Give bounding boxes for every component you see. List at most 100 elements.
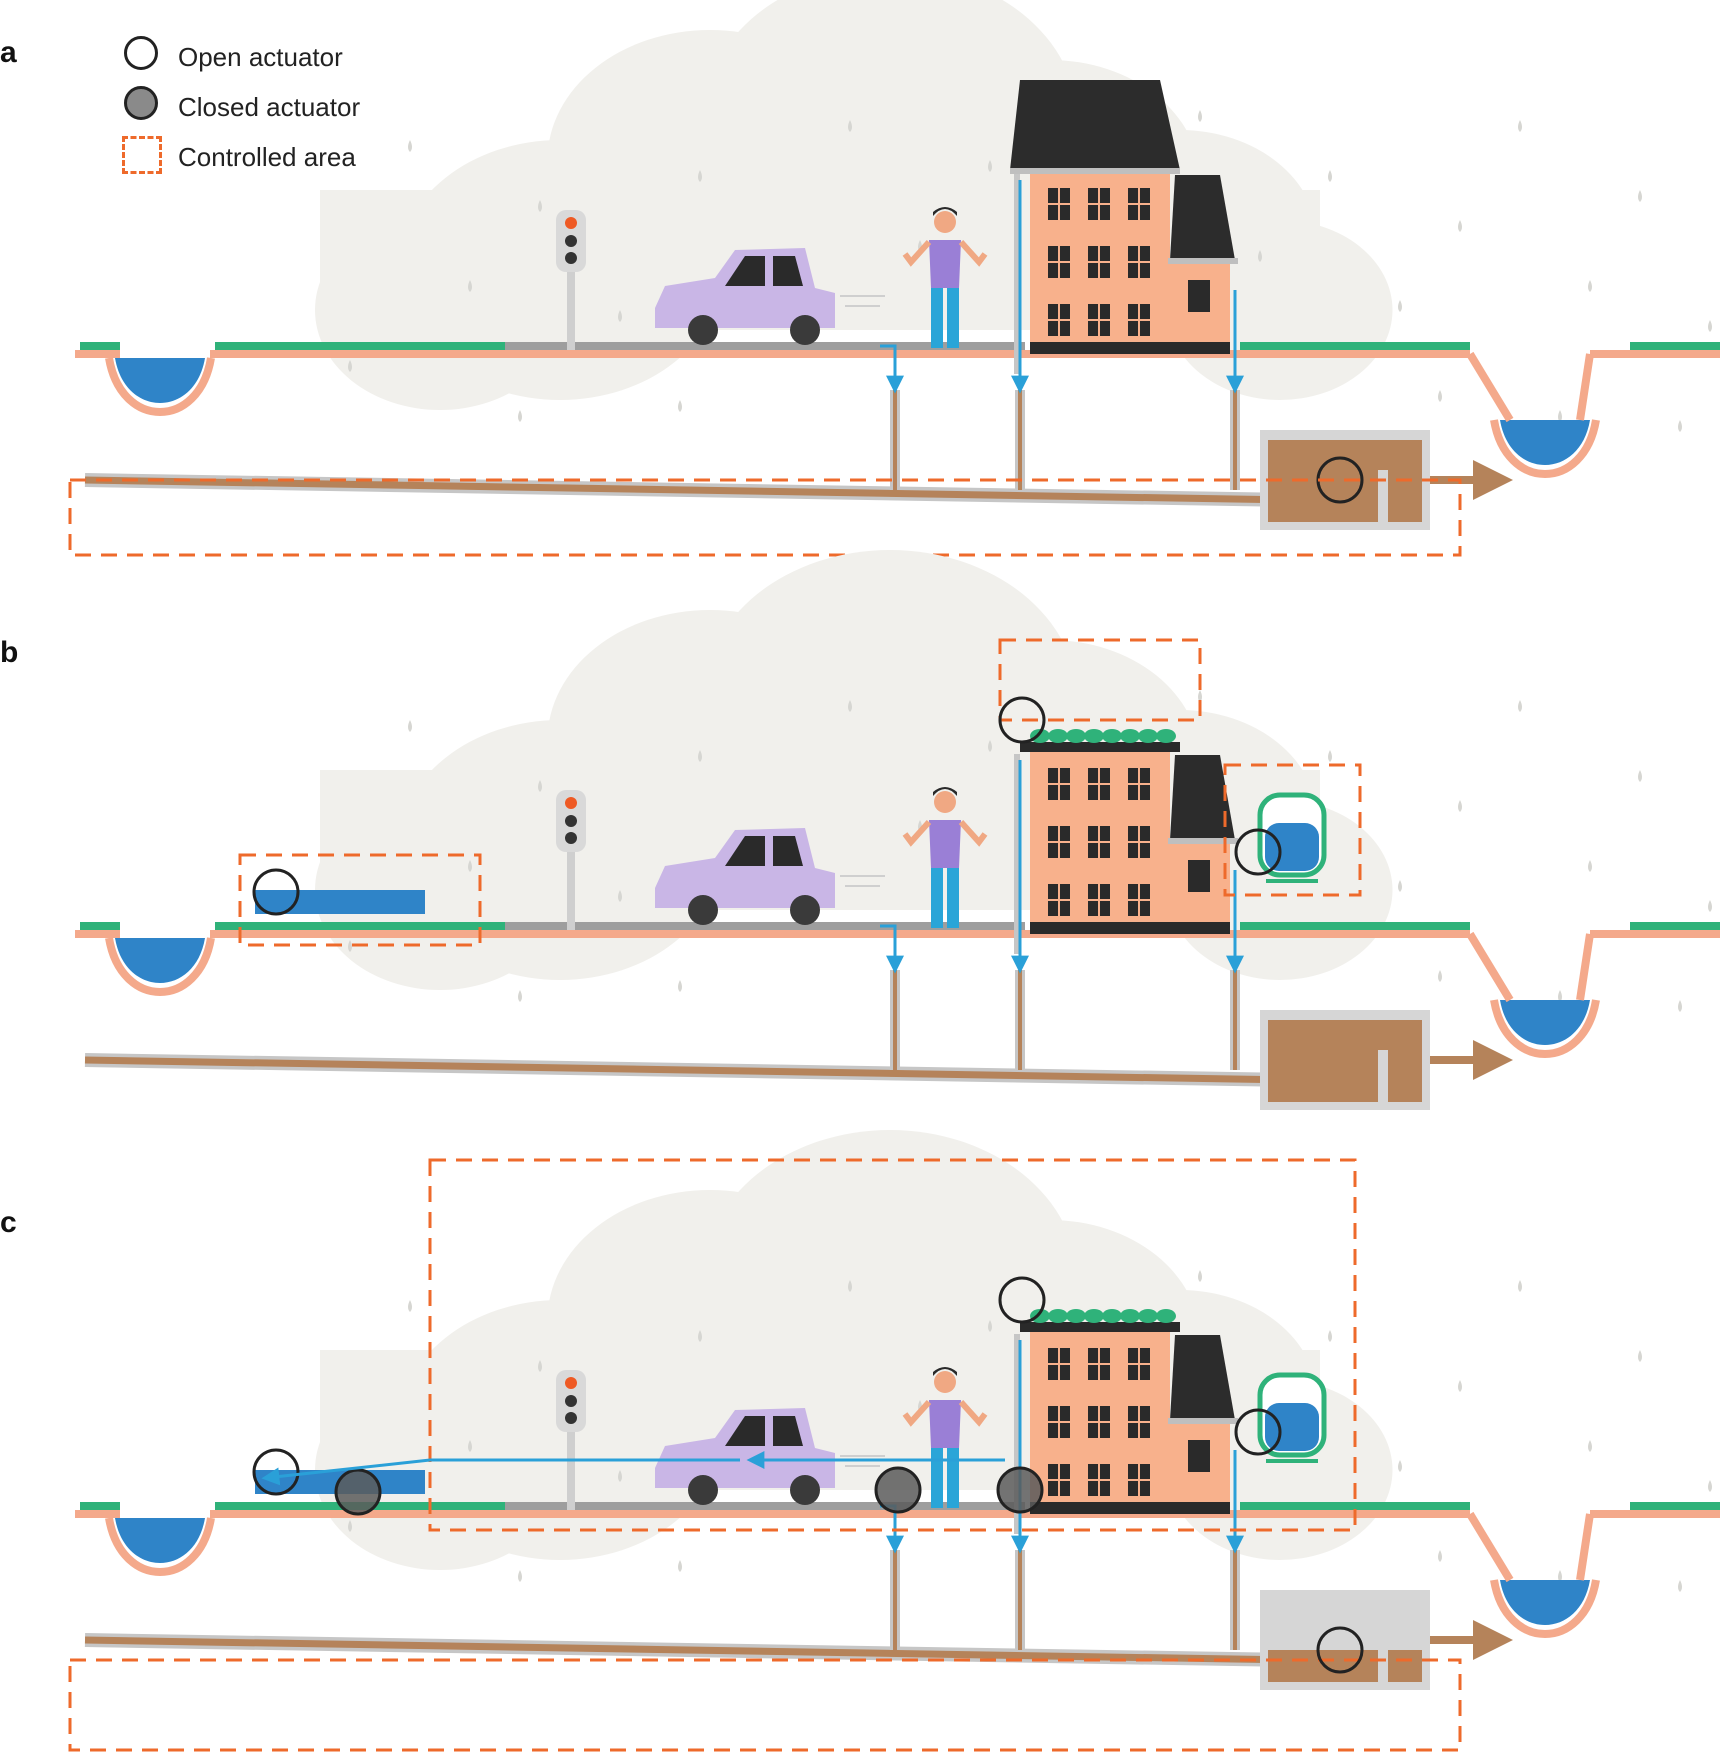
rain-drop-icon xyxy=(1328,750,1332,762)
storage-tank-icon xyxy=(1260,1590,1430,1690)
rain-drop-icon xyxy=(678,1560,682,1572)
rain-drop-icon xyxy=(538,1360,542,1372)
rain-barrel-icon xyxy=(1257,1372,1327,1463)
rain-drop-icon xyxy=(1638,190,1642,202)
person-icon xyxy=(902,787,988,928)
rain-drop-icon xyxy=(1258,250,1262,262)
person-icon xyxy=(902,1367,988,1508)
panel-b xyxy=(75,550,1720,1110)
cloud-icon xyxy=(315,1130,1712,1592)
closed-actuator-icon xyxy=(334,1468,382,1516)
rain-drop-icon xyxy=(1708,900,1712,912)
rain-drop-icon xyxy=(348,1520,352,1532)
rain-drop-icon xyxy=(1438,390,1442,402)
cloud-icon xyxy=(315,0,1712,432)
rain-drop-icon xyxy=(348,940,352,952)
rain-drop-icon xyxy=(348,360,352,372)
panel-label-a: a xyxy=(0,36,17,69)
rain-drop-icon xyxy=(1588,1440,1592,1452)
open-actuator-icon xyxy=(998,696,1046,744)
flow-arrow xyxy=(880,344,904,394)
sewer-pipe xyxy=(84,1056,1291,1084)
rain-drop-icon xyxy=(1518,1280,1522,1292)
drain-pipe-core xyxy=(893,1550,897,1650)
flow-arrow xyxy=(261,1458,740,1486)
ground-surface xyxy=(75,1510,120,1518)
car-icon xyxy=(655,828,885,925)
rain-drop-icon xyxy=(1588,860,1592,872)
ground-surface xyxy=(1590,350,1720,358)
controlled-area-box xyxy=(428,1158,1357,1532)
ground-surface xyxy=(210,1510,1470,1518)
drain-pipe-core xyxy=(1018,390,1022,490)
rain-drop-icon xyxy=(1588,280,1592,292)
rain-drop-icon xyxy=(1438,970,1442,982)
rain-drop-icon xyxy=(1558,410,1562,422)
rain-drop-icon xyxy=(518,990,522,1002)
left-pond xyxy=(105,937,215,996)
open-actuator-icon xyxy=(1234,1408,1282,1456)
legend-label-area: Controlled area xyxy=(178,142,356,172)
building-icon xyxy=(1014,1309,1238,1534)
ground-surface xyxy=(1590,1510,1720,1518)
drain-pipe-core xyxy=(1233,1550,1237,1650)
controlled-area-box xyxy=(68,478,1462,557)
drain-pipe-core xyxy=(1018,1550,1022,1650)
rain-drop-icon xyxy=(988,1320,992,1332)
ground-surface xyxy=(75,930,120,938)
open-actuator-icon xyxy=(1234,828,1282,876)
grass-strip xyxy=(215,922,505,930)
rain-drop-icon xyxy=(1708,320,1712,332)
rain-drop-icon xyxy=(1518,700,1522,712)
rain-drop-icon xyxy=(1678,1580,1682,1592)
closed-actuator-icon xyxy=(996,1466,1044,1514)
rain-drop-icon xyxy=(1458,1380,1462,1392)
ground-surface xyxy=(1590,930,1720,938)
rain-drop-icon xyxy=(678,400,682,412)
closed-actuator-icon xyxy=(124,86,158,120)
rain-drop-icon xyxy=(408,720,412,732)
panel-label-b: b xyxy=(0,636,19,669)
rain-drop-icon xyxy=(618,890,622,902)
rain-drop-icon xyxy=(468,1440,472,1452)
rain-drop-icon xyxy=(538,780,542,792)
left-pond xyxy=(105,357,215,416)
controlled-area-box xyxy=(998,638,1202,722)
grass-strip xyxy=(1630,1502,1720,1510)
open-actuator-icon xyxy=(998,1276,1046,1324)
rain-drop-icon xyxy=(1678,1000,1682,1012)
road-surface xyxy=(505,1502,1025,1510)
rain-drop-icon xyxy=(468,860,472,872)
grass-strip xyxy=(1630,922,1720,930)
car-icon xyxy=(655,248,885,345)
grass-strip xyxy=(1240,1502,1470,1510)
ground-surface xyxy=(75,350,120,358)
rain-drop-icon xyxy=(848,1280,852,1292)
rain-drop-icon xyxy=(408,1300,412,1312)
grass-strip xyxy=(1630,342,1720,350)
panel-c xyxy=(68,1130,1720,1752)
rain-drop-icon xyxy=(1558,1570,1562,1582)
rain-drop-icon xyxy=(1398,1460,1402,1472)
open-actuator-icon xyxy=(252,1448,300,1496)
car-icon xyxy=(655,1408,885,1505)
traffic-light-icon xyxy=(556,790,586,930)
road-surface xyxy=(505,342,1025,350)
rain-drop-icon xyxy=(518,1570,522,1582)
building-icon xyxy=(1010,80,1238,374)
rain-drop-icon xyxy=(1638,1350,1642,1362)
closed-actuator-icon xyxy=(874,1466,922,1514)
rain-drop-icon xyxy=(1328,1330,1332,1342)
open-actuator-icon xyxy=(252,868,300,916)
rain-drop-icon xyxy=(698,1330,702,1342)
rain-drop-icon xyxy=(1558,990,1562,1002)
rain-drop-icon xyxy=(1328,170,1332,182)
traffic-light-icon xyxy=(556,210,586,350)
right-pond xyxy=(1490,1579,1600,1638)
rain-drop-icon xyxy=(1708,1480,1712,1492)
grass-strip xyxy=(1240,342,1470,350)
sewer-pipe xyxy=(84,476,1291,504)
person-icon xyxy=(902,207,988,348)
rain-drop-icon xyxy=(468,280,472,292)
